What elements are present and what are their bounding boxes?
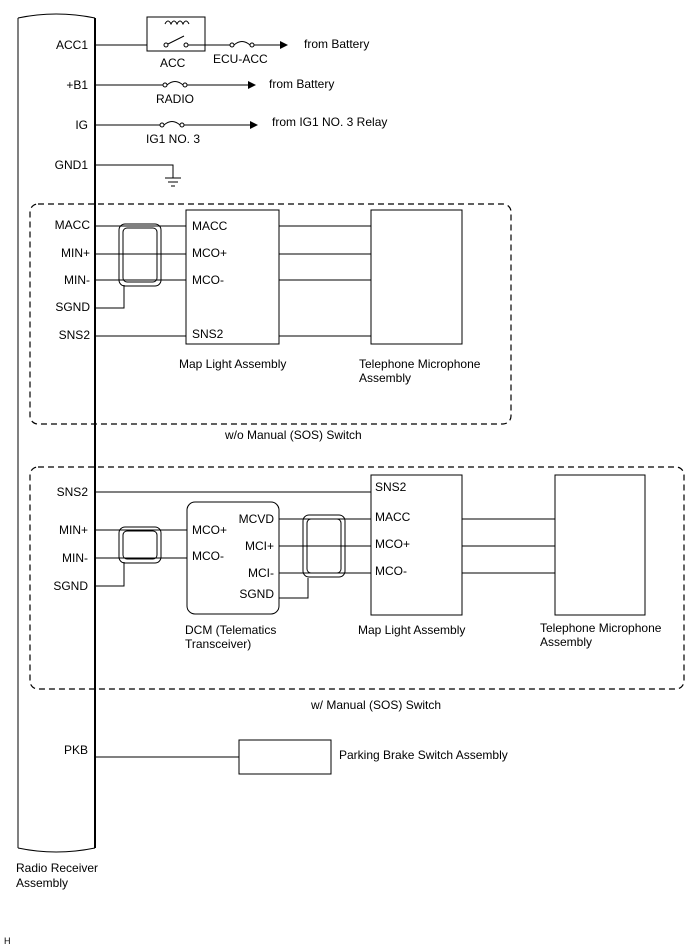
- wo-sos-section-frame: [29, 203, 512, 425]
- wo-wire-sgnd: [95, 285, 125, 309]
- figure-code: H: [4, 936, 11, 946]
- from-battery-1-label: from Battery: [304, 37, 369, 51]
- w-wire-sgnd: [95, 562, 125, 587]
- w-pin-sgnd: SGND: [53, 579, 88, 593]
- radio-receiver-name-line1: Radio Receiver: [16, 861, 98, 875]
- dcm-box: [186, 501, 280, 615]
- w-map-pin-mco-minus: MCO-: [375, 564, 407, 578]
- ecu-acc-fuse-label: ECU-ACC: [213, 52, 268, 66]
- ig1-fuse: [159, 121, 185, 128]
- dcm-pin-mco-plus: MCO+: [192, 523, 227, 537]
- wo-shielded-cable-icon: [118, 223, 162, 287]
- w-map-pin-macc: MACC: [375, 510, 411, 524]
- wo-pin-sns2: SNS2: [59, 328, 91, 342]
- w-mic-name-line2: Assembly: [540, 635, 592, 649]
- ecu-acc-fuse: [229, 41, 255, 48]
- parking-brake-switch-name: Parking Brake Switch Assembly: [339, 748, 508, 762]
- wo-sos-caption: w/o Manual (SOS) Switch: [224, 428, 362, 442]
- wo-mic-name-line1: Telephone Microphone: [359, 357, 481, 371]
- dcm-pin-sgnd: SGND: [239, 587, 274, 601]
- w-pin-min-minus: MIN-: [62, 551, 88, 565]
- dcm-pin-mcvd: MCVD: [239, 512, 275, 526]
- dcm-name-line2: Transceiver): [185, 637, 251, 651]
- w-shielded-cable-2-icon: [302, 514, 346, 578]
- acc-relay-label: ACC: [160, 56, 186, 70]
- w-sos-section-frame: [29, 466, 685, 690]
- dcm-pin-mco-minus: MCO-: [192, 549, 224, 563]
- w-map-light-name: Map Light Assembly: [358, 623, 465, 637]
- w-map-light-box: [370, 474, 463, 616]
- dcm-pin-mci-minus: MCI-: [248, 566, 274, 580]
- wo-microphone-box: [370, 209, 463, 345]
- wo-pin-macc: MACC: [55, 218, 91, 232]
- w-pin-min-plus: MIN+: [59, 523, 88, 537]
- wo-pin-sgnd: SGND: [55, 300, 90, 314]
- w-wire-dcm-sgnd: [279, 578, 309, 599]
- dcm-name-line1: DCM (Telematics: [185, 623, 276, 637]
- pin-ig: IG: [75, 118, 88, 132]
- arrow-from-ig1-relay: [250, 121, 258, 129]
- w-shielded-cable-1-icon: [118, 526, 162, 564]
- wo-map-pin-macc: MACC: [192, 219, 228, 233]
- w-pin-sns2: SNS2: [57, 485, 89, 499]
- wo-map-pin-sns2: SNS2: [192, 327, 224, 341]
- wo-mic-name-line2: Assembly: [359, 371, 411, 385]
- ground-icon: [165, 177, 181, 187]
- dcm-pin-mci-plus: MCI+: [245, 539, 274, 553]
- wo-map-pin-mco-minus: MCO-: [192, 273, 224, 287]
- wo-pin-min-plus: MIN+: [61, 246, 90, 260]
- radio-receiver-assembly: [17, 13, 96, 853]
- w-microphone-box: [554, 474, 646, 616]
- w-mic-name-line1: Telephone Microphone: [540, 621, 662, 635]
- radio-fuse-label: RADIO: [156, 92, 194, 106]
- pin-b1: +B1: [66, 78, 88, 92]
- ig1-fuse-label: IG1 NO. 3: [146, 132, 200, 146]
- wo-map-light-box: [185, 209, 280, 345]
- wo-pin-min-minus: MIN-: [64, 273, 90, 287]
- w-map-pin-mco-plus: MCO+: [375, 537, 410, 551]
- pin-gnd1: GND1: [55, 158, 89, 172]
- acc-relay: [146, 16, 206, 52]
- wire-gnd1: [95, 164, 174, 178]
- arrow-from-battery-2: [248, 81, 256, 89]
- radio-receiver-name-line2: Assembly: [16, 876, 68, 890]
- wo-map-light-name: Map Light Assembly: [179, 357, 286, 371]
- radio-fuse: [162, 81, 188, 88]
- arrow-from-battery-1: [280, 41, 288, 49]
- from-battery-2-label: from Battery: [269, 77, 334, 91]
- wo-map-pin-mco-plus: MCO+: [192, 246, 227, 260]
- from-ig1-relay-label: from IG1 NO. 3 Relay: [272, 115, 387, 129]
- w-map-pin-sns2: SNS2: [375, 480, 407, 494]
- pin-acc1: ACC1: [56, 38, 88, 52]
- w-sos-caption: w/ Manual (SOS) Switch: [310, 698, 441, 712]
- pin-pkb: PKB: [64, 743, 88, 757]
- parking-brake-switch-box: [238, 739, 332, 775]
